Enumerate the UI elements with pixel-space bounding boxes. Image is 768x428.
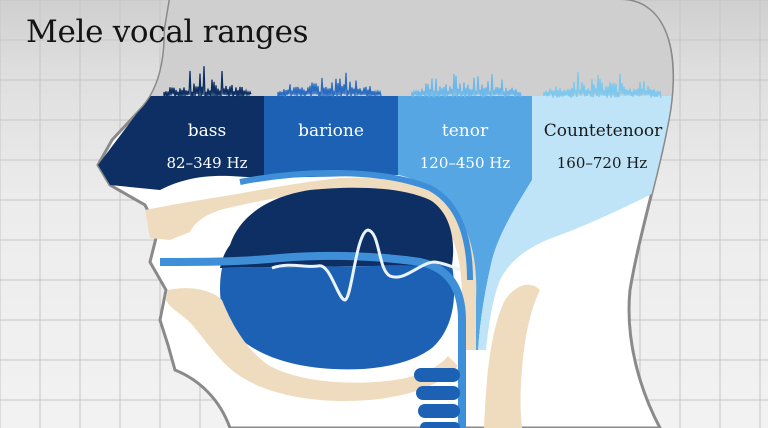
- band-label-bass: bass: [187, 121, 227, 141]
- diagram-title: Mele vocal ranges: [26, 14, 309, 50]
- band-label-tenor: tenor: [441, 121, 489, 141]
- larynx: [414, 368, 460, 428]
- band-countertenor: [478, 96, 673, 350]
- band-barione: [264, 96, 398, 178]
- band-bass: [98, 96, 264, 190]
- oral-cavity: [220, 265, 455, 370]
- band-label-barione: barione: [298, 121, 364, 141]
- spine: [484, 284, 540, 428]
- palate-line: [159, 251, 466, 428]
- band-label-countertenor: Countetenoor: [543, 121, 663, 141]
- waveform-tenor: [411, 73, 522, 98]
- frequency-waveforms: [163, 66, 662, 99]
- nasal-cavity: [220, 187, 454, 268]
- resonance-waveform: [271, 228, 461, 302]
- waveform-bass: [163, 66, 252, 99]
- band-range-bass: 82–349 Hz: [166, 154, 248, 172]
- waveform-countetenoor: [543, 72, 662, 99]
- band-tenor: [398, 96, 532, 350]
- band-range-countertenor: 160–720 Hz: [556, 154, 648, 172]
- band-range-tenor: 120–450 Hz: [419, 154, 511, 172]
- waveform-barione: [277, 72, 382, 98]
- jaw-bone: [166, 288, 458, 401]
- airway-line: [239, 170, 473, 281]
- head-top: [150, 0, 673, 96]
